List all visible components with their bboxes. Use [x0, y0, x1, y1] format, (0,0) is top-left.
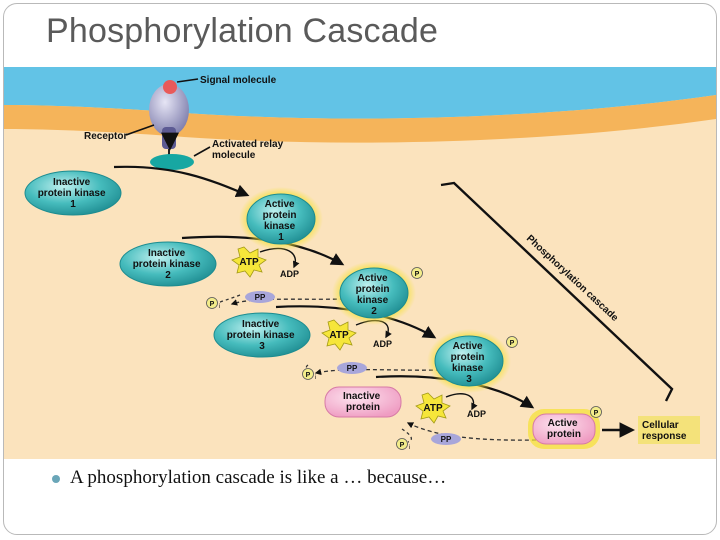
- svg-text:ATP: ATP: [423, 403, 443, 414]
- svg-text:i: i: [315, 375, 316, 381]
- svg-text:P: P: [415, 271, 420, 278]
- pp-3: PP: [431, 433, 461, 445]
- cascade-bracket: [440, 181, 674, 402]
- svg-text:P: P: [306, 372, 311, 379]
- pi-3: P i: [396, 438, 410, 451]
- pi-1: P i: [206, 297, 220, 310]
- svg-text:PP: PP: [347, 364, 358, 373]
- svg-text:Active protein: Active protein kinase 1: [263, 199, 300, 243]
- active-kinase-1: Active protein kinase 1: [239, 187, 323, 251]
- slide: Phosphorylation Cascade: [3, 3, 717, 535]
- inactive-protein: Inactive protein: [324, 386, 402, 418]
- inactive-kinase-2: Inactive protein kinase 2: [119, 241, 217, 287]
- atp-burst-3: ATP: [415, 392, 451, 424]
- relay-molecule-shape: [150, 154, 194, 170]
- atp-burst-2: ATP: [321, 319, 357, 351]
- cellular-response-box: Cellular response: [638, 416, 700, 444]
- bullet-item: A phosphorylation cascade is like a … be…: [52, 467, 446, 489]
- svg-text:ATP: ATP: [239, 257, 259, 268]
- receptor-shape: [149, 84, 189, 136]
- pp-2: PP: [337, 362, 367, 374]
- svg-text:P: P: [510, 340, 515, 347]
- svg-text:Active protein: Active protein: [547, 418, 581, 440]
- adp-label-3: ADP: [467, 409, 486, 419]
- label-receptor: Receptor: [84, 131, 127, 142]
- inactive-kinase-1: Inactive protein kinase 1: [24, 170, 122, 216]
- signal-molecule-shape: [163, 80, 177, 94]
- svg-text:PP: PP: [255, 293, 266, 302]
- bullet-dot-icon: [52, 475, 60, 483]
- cell-membrane: [4, 95, 716, 143]
- slide-title: Phosphorylation Cascade: [46, 12, 439, 50]
- svg-text:Inactive protein kinas: Inactive protein kinase 2: [133, 248, 204, 281]
- svg-text:Active protein: Active protein kinase 3: [451, 341, 488, 385]
- atp-burst-1: ATP: [231, 246, 267, 278]
- bullet-text: A phosphorylation cascade is like a … be…: [70, 467, 447, 488]
- adp-label-1: ADP: [280, 269, 299, 279]
- svg-text:P: P: [400, 442, 405, 449]
- pi-2: P i: [302, 368, 316, 381]
- label-relay-line2: molecule: [212, 150, 256, 161]
- svg-text:i: i: [219, 304, 220, 310]
- adp-label-2: ADP: [373, 339, 392, 349]
- svg-text:Activated relay molecule: Activated relay molecule: [212, 139, 286, 161]
- label-signal-molecule: Signal molecule: [200, 75, 277, 86]
- svg-text:P: P: [594, 410, 599, 417]
- label-relay-line1: Activated relay: [212, 139, 284, 150]
- active-protein: Active protein P: [528, 406, 602, 449]
- svg-text:i: i: [409, 445, 410, 451]
- svg-text:Cellular response: Cellular response: [642, 420, 687, 442]
- active-kinase-3: Active protein kinase 3 P: [427, 329, 518, 393]
- active-kinase-2: Active protein kinase 2 P: [332, 261, 423, 325]
- svg-text:Inactive protein kinas: Inactive protein kinase 3: [227, 319, 298, 352]
- svg-text:Active protein: Active protein kinase 2: [356, 273, 393, 317]
- svg-text:P: P: [210, 301, 215, 308]
- svg-text:PP: PP: [441, 435, 452, 444]
- svg-text:ATP: ATP: [329, 330, 349, 341]
- pp-1: PP: [245, 291, 275, 303]
- inactive-kinase-3: Inactive protein kinase 3: [213, 312, 311, 358]
- phosphorylation-diagram: Signal molecule Receptor Activated relay…: [4, 67, 716, 459]
- svg-text:Inactive protein kinas: Inactive protein kinase 1: [38, 177, 109, 210]
- svg-text:Inactive protein: Inactive protein: [343, 391, 383, 413]
